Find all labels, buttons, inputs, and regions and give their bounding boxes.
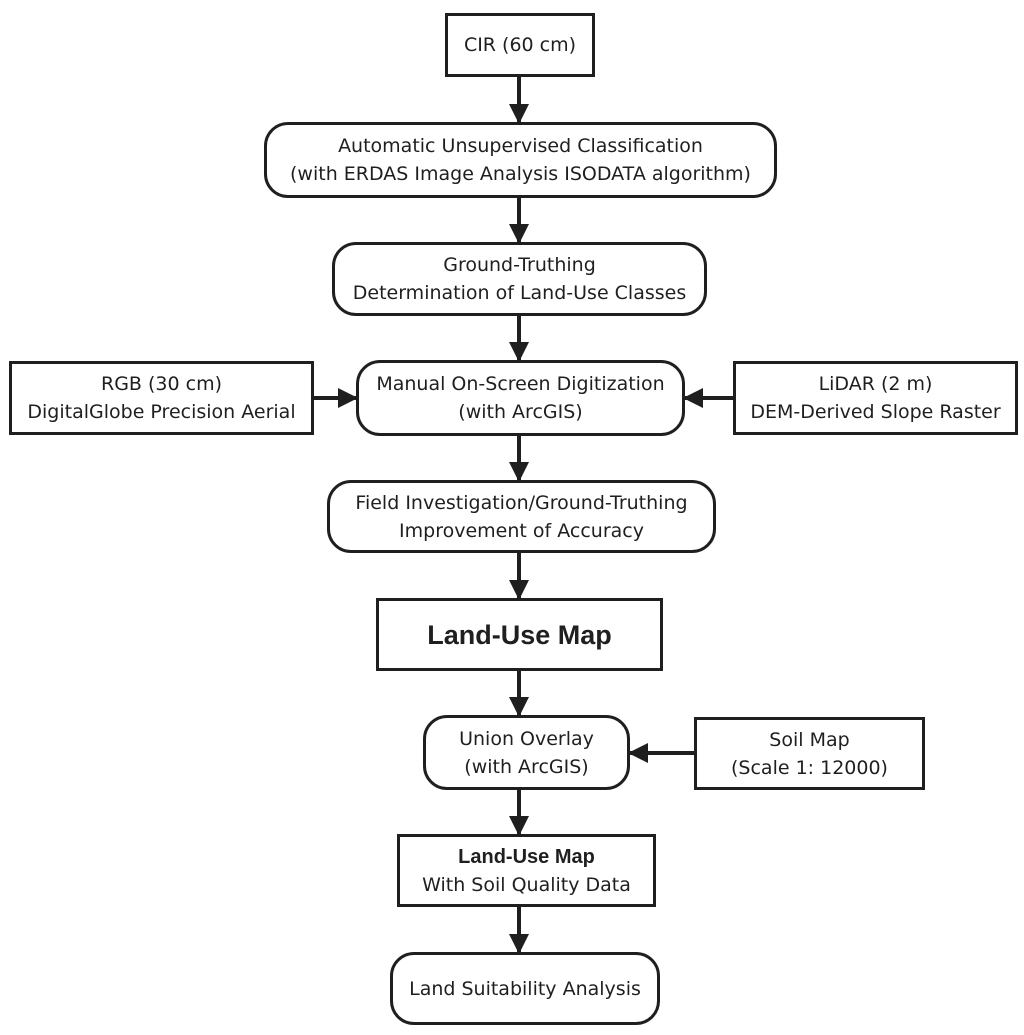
unsupervised-classification-subtitle: (with ERDAS Image Analysis ISODATA algor…	[290, 163, 751, 185]
ground-truthing-subtitle: Determination of Land-Use Classes	[352, 282, 687, 304]
cir-label: CIR (60 cm)	[463, 34, 577, 56]
field-investigation-title: Field Investigation/Ground-Truthing	[355, 491, 688, 514]
soil-map-subtitle: (Scale 1: 12000)	[731, 756, 888, 779]
land-suitability-node: Land Suitability Analysis	[390, 952, 660, 1025]
manual-digitization-title: Manual On-Screen Digitization	[376, 373, 665, 395]
land-use-soil-subtitle: With Soil Quality Data	[422, 873, 631, 896]
cir-node: CIR (60 cm)	[445, 13, 595, 77]
land-use-map-node: Land-Use Map	[376, 598, 663, 671]
field-investigation-node: Field Investigation/Ground-Truthing Impr…	[327, 480, 716, 553]
unsupervised-classification-node: Automatic Unsupervised Classification (w…	[264, 122, 777, 198]
union-overlay-title: Union Overlay	[459, 727, 594, 750]
rgb-title: RGB (30 cm)	[101, 373, 222, 395]
land-suitability-title: Land Suitability Analysis	[409, 977, 641, 1000]
manual-digitization-subtitle: (with ArcGIS)	[458, 401, 583, 423]
ground-truthing-title: Ground-Truthing	[443, 254, 596, 276]
manual-digitization-node: Manual On-Screen Digitization (with ArcG…	[356, 360, 685, 436]
field-investigation-subtitle: Improvement of Accuracy	[399, 519, 644, 542]
lidar-subtitle: DEM-Derived Slope Raster	[750, 401, 1001, 423]
union-overlay-subtitle: (with ArcGIS)	[464, 755, 589, 778]
soil-map-title: Soil Map	[769, 728, 850, 751]
lidar-title: LiDAR (2 m)	[818, 373, 933, 395]
ground-truthing-node: Ground-Truthing Determination of Land-Us…	[332, 242, 707, 316]
land-use-soil-title: Land-Use Map	[458, 845, 595, 868]
land-use-soil-node: Land-Use Map With Soil Quality Data	[397, 834, 656, 907]
soil-map-node: Soil Map (Scale 1: 12000)	[694, 717, 925, 790]
rgb-subtitle: DigitalGlobe Precision Aerial	[27, 401, 296, 423]
unsupervised-classification-title: Automatic Unsupervised Classification	[338, 135, 703, 157]
union-overlay-node: Union Overlay (with ArcGIS)	[423, 715, 630, 790]
rgb-node: RGB (30 cm) DigitalGlobe Precision Aeria…	[9, 361, 314, 435]
land-use-map-title: Land-Use Map	[427, 619, 612, 650]
lidar-node: LiDAR (2 m) DEM-Derived Slope Raster	[733, 361, 1018, 435]
